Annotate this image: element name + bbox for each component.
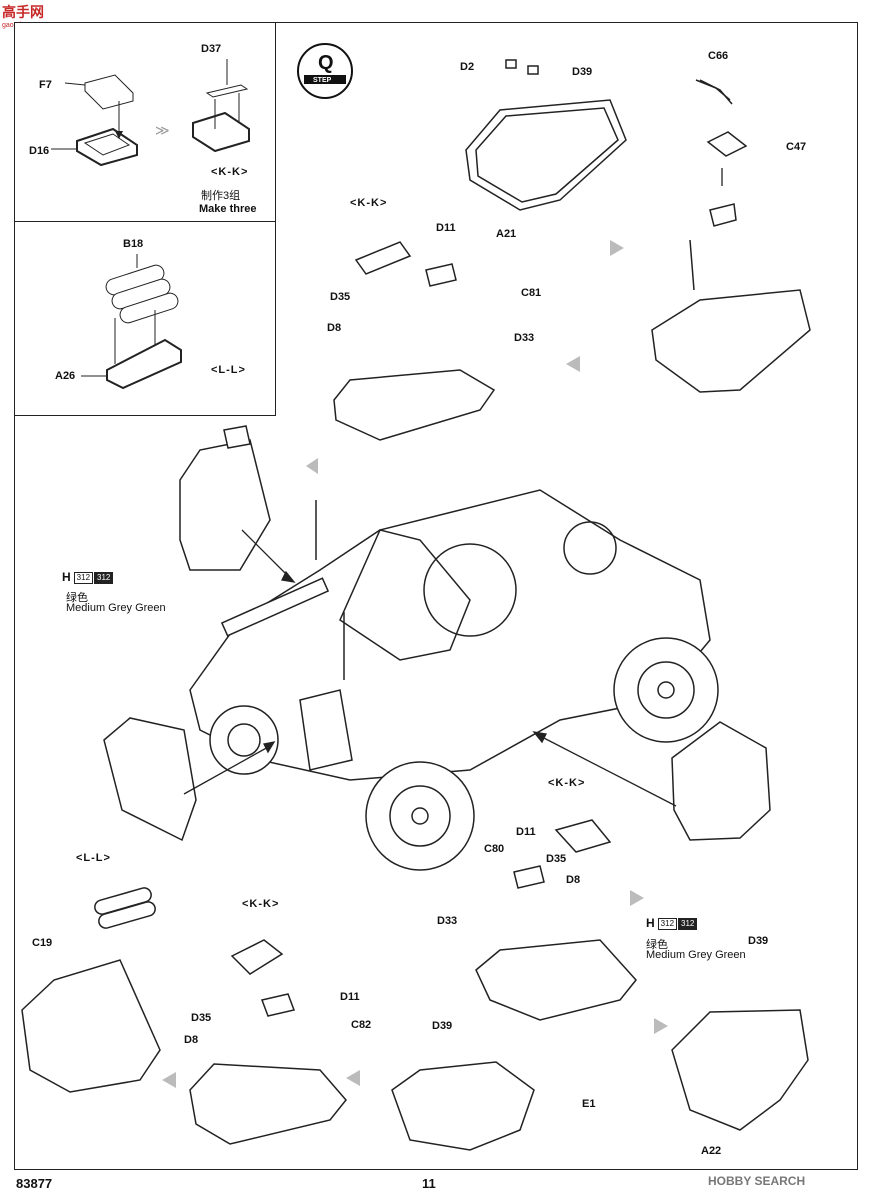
note-en: Make three [199, 203, 257, 215]
part-label: C19 [32, 937, 53, 949]
part-label: D39 [572, 66, 593, 78]
part-label: D39 [432, 1020, 453, 1032]
watermark: HOBBY SEARCH [708, 1174, 806, 1188]
part-label: F7 [39, 79, 52, 91]
part-label: C80 [484, 843, 505, 855]
instruction-frame [14, 22, 858, 1170]
part-label: B18 [123, 238, 144, 250]
paint-name-cn: 绿色 [646, 939, 668, 951]
part-label: D35 [330, 291, 351, 303]
part-label: D33 [514, 332, 535, 344]
paint-name-cn: 绿色 [66, 592, 88, 604]
section-title: <K-K> [548, 777, 586, 789]
svg-text:≫: ≫ [155, 122, 170, 138]
page-number: 11 [422, 1176, 436, 1191]
part-label: D33 [437, 915, 458, 927]
part-label: D39 [748, 935, 769, 947]
part-label: E1 [582, 1098, 596, 1110]
part-label: A26 [55, 370, 76, 382]
inset-ll-drawing [81, 254, 182, 390]
part-label: C66 [708, 50, 729, 62]
catalog-number: 83877 [16, 1176, 53, 1191]
part-label: D35 [191, 1012, 212, 1024]
inset-ll-panel: B18 A26 <L-L> [14, 221, 276, 416]
svg-text:Q: Q [318, 52, 334, 74]
section-title: <K-K> [242, 898, 280, 910]
paint-name-en: Medium Grey Green [646, 949, 746, 961]
part-label: C82 [351, 1019, 372, 1031]
part-label: D35 [546, 853, 567, 865]
step-badge: STEP Q [297, 43, 353, 99]
svg-text:STEP: STEP [313, 77, 332, 84]
section-title: <K-K> [211, 166, 249, 178]
part-label: D8 [184, 1034, 199, 1046]
part-label: D16 [29, 145, 50, 157]
paint-name-en: Medium Grey Green [66, 602, 166, 614]
part-label: D8 [327, 322, 342, 334]
part-label: D8 [566, 874, 581, 886]
section-title: <L-L> [76, 852, 111, 864]
inset-kk-drawing: ≫ [51, 59, 250, 167]
part-label: D37 [201, 43, 222, 55]
section-title: <K-K> [350, 197, 388, 209]
part-label: A21 [496, 228, 517, 240]
part-label: C81 [521, 287, 542, 299]
part-label: D11 [516, 826, 536, 838]
part-label: D11 [436, 222, 456, 234]
part-label: D11 [340, 991, 360, 1003]
part-label: D2 [460, 61, 475, 73]
section-title: <L-L> [211, 364, 246, 376]
note-cn: 制作3组 [201, 190, 241, 202]
inset-kk-panel: F7 D16 D37 <K-K> 制作3组 Make three ≫ [14, 22, 276, 222]
part-label: A22 [701, 1145, 722, 1157]
part-label: C47 [786, 141, 807, 153]
